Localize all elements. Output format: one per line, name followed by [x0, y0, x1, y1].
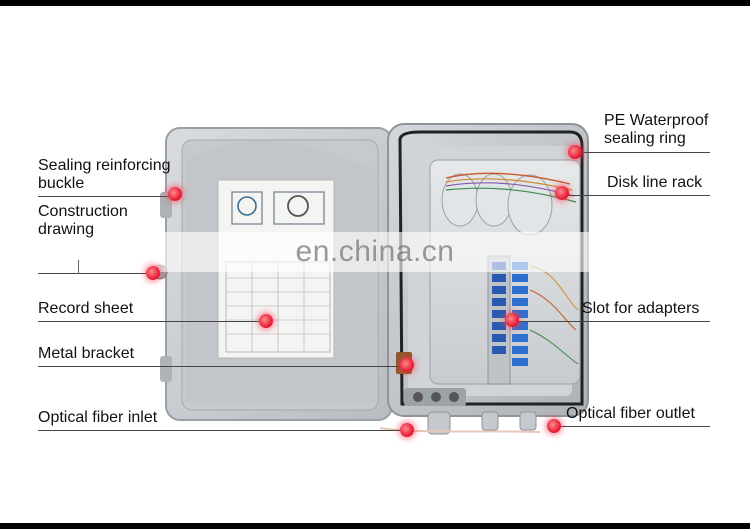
leader-adapters	[512, 321, 710, 322]
callout-dot-icon	[259, 314, 273, 328]
top-border	[0, 0, 750, 6]
callout-dot-icon	[505, 313, 519, 327]
leader-construction	[38, 273, 156, 274]
label-pe-ring-1: PE Waterproof	[604, 112, 709, 129]
watermark-text: en.china.cn	[295, 235, 455, 268]
label-construction-1: Construction	[38, 203, 128, 220]
label-construction-2: drawing	[38, 221, 95, 238]
box-base	[387, 123, 589, 435]
label-pe-ring-2: sealing ring	[604, 130, 686, 147]
leader-disk-rack	[562, 195, 710, 196]
callout-dot-icon	[400, 358, 414, 372]
leader-construction-tick	[78, 260, 79, 274]
label-sealing-buckle-1: Sealing reinforcing	[38, 157, 171, 174]
label-fiber-inlet: Optical fiber inlet	[38, 409, 158, 426]
label-sealing-buckle-2: buckle	[38, 175, 85, 192]
label-fiber-outlet: Optical fiber outlet	[566, 405, 695, 422]
callout-dot-icon	[555, 186, 569, 200]
leader-record-sheet	[38, 321, 266, 322]
watermark-band	[0, 232, 750, 272]
leader-metal-bracket	[38, 366, 408, 367]
leader-fiber-inlet	[38, 430, 408, 431]
callout-dot-icon	[168, 187, 182, 201]
adapter-slot-strip	[487, 255, 579, 385]
callout-dot-icon	[547, 419, 561, 433]
callout-dot-icon	[146, 266, 160, 280]
sc-adapter-icon	[492, 262, 528, 366]
leader-sealing-buckle	[38, 196, 178, 197]
label-adapters: Slot for adapters	[582, 300, 700, 317]
label-record-sheet: Record sheet	[38, 300, 134, 317]
label-disk-rack: Disk line rack	[607, 174, 703, 191]
label-metal-bracket: Metal bracket	[38, 345, 135, 362]
bottom-border	[0, 523, 750, 529]
callout-dot-icon	[568, 145, 582, 159]
disk-line-rack	[441, 172, 577, 236]
leader-fiber-outlet	[554, 426, 710, 427]
waterproof-seal-ring	[398, 130, 584, 406]
leader-pe-ring	[576, 152, 710, 153]
callout-dot-icon	[400, 423, 414, 437]
